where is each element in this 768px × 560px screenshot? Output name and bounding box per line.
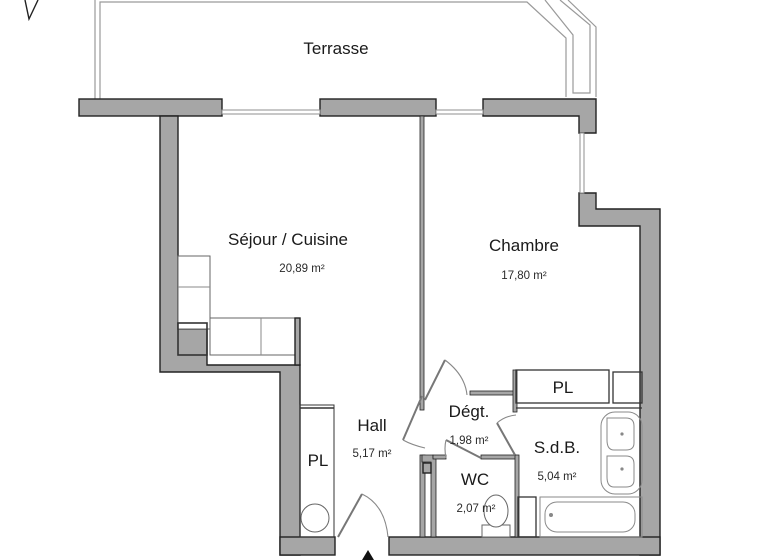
room-label-chambre: Chambre: [489, 236, 559, 255]
room-label-wc: WC: [461, 470, 489, 489]
closet-label-hall: PL: [308, 451, 329, 470]
room-area-sdb: 5,04 m²: [538, 471, 577, 483]
windows: [221, 109, 585, 194]
room-area-wc: 2,07 m²: [457, 503, 496, 515]
room-label-hall: Hall: [357, 416, 386, 435]
room-label-terrasse: Terrasse: [303, 39, 368, 58]
entrance-arrow-icon: [362, 550, 374, 560]
room-area-sejour: 20,89 m²: [279, 263, 325, 275]
room-area-hall: 5,17 m²: [353, 448, 392, 460]
interior-walls: [177, 115, 643, 538]
room-area-chambre: 17,80 m²: [501, 270, 547, 282]
room-area-degt: 1,98 m²: [450, 435, 489, 447]
closet-label-chambre: PL: [553, 378, 574, 397]
terrasse-outline: [94, 0, 597, 100]
doors: [337, 359, 517, 538]
north-arrow-icon: [24, 0, 39, 22]
room-label-sejour: Séjour / Cuisine: [228, 230, 348, 249]
room-label-sdb: S.d.B.: [534, 438, 580, 457]
exterior-walls: [78, 98, 661, 556]
room-label-degt: Dégt.: [449, 402, 490, 421]
